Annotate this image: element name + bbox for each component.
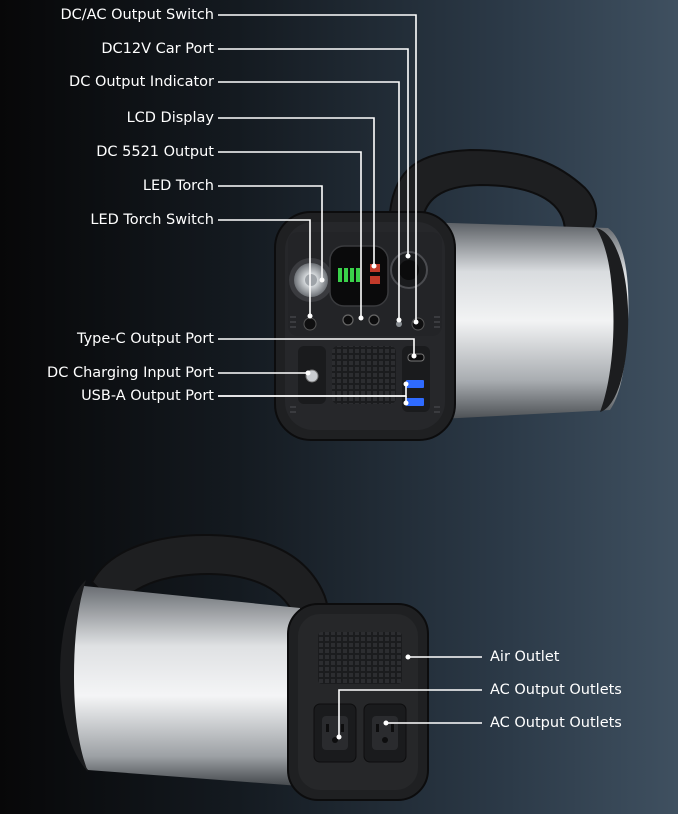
label-air-outlet: Air Outlet	[490, 648, 559, 666]
label-lcd-display: LCD Display	[127, 109, 214, 127]
label-dc-ac-switch: DC/AC Output Switch	[61, 6, 215, 24]
led-torch-switch-button	[304, 318, 316, 330]
label-dc-charging-input: DC Charging Input Port	[47, 364, 214, 382]
air-outlet-grille	[318, 632, 402, 684]
label-dc12v-car-port: DC12V Car Port	[101, 40, 214, 58]
label-usb-a-port: USB-A Output Port	[81, 387, 214, 405]
dc5521-port-1	[343, 315, 353, 325]
body-shell	[62, 586, 300, 786]
label-ac-outlets-1: AC Output Outlets	[490, 681, 622, 699]
dc-ac-switch-button	[412, 318, 424, 330]
dc5521-port-2	[369, 315, 379, 325]
label-led-torch: LED Torch	[143, 177, 214, 195]
bottom-unit	[60, 535, 428, 800]
usb-a-port-1	[406, 380, 424, 388]
label-dc-output-indicator: DC Output Indicator	[69, 73, 214, 91]
label-led-torch-switch: LED Torch Switch	[90, 211, 214, 229]
usb-a-port-2	[406, 398, 424, 406]
label-dc5521-output: DC 5521 Output	[96, 143, 214, 161]
label-type-c-port: Type-C Output Port	[77, 330, 214, 348]
label-ac-outlets-2: AC Output Outlets	[490, 714, 622, 732]
